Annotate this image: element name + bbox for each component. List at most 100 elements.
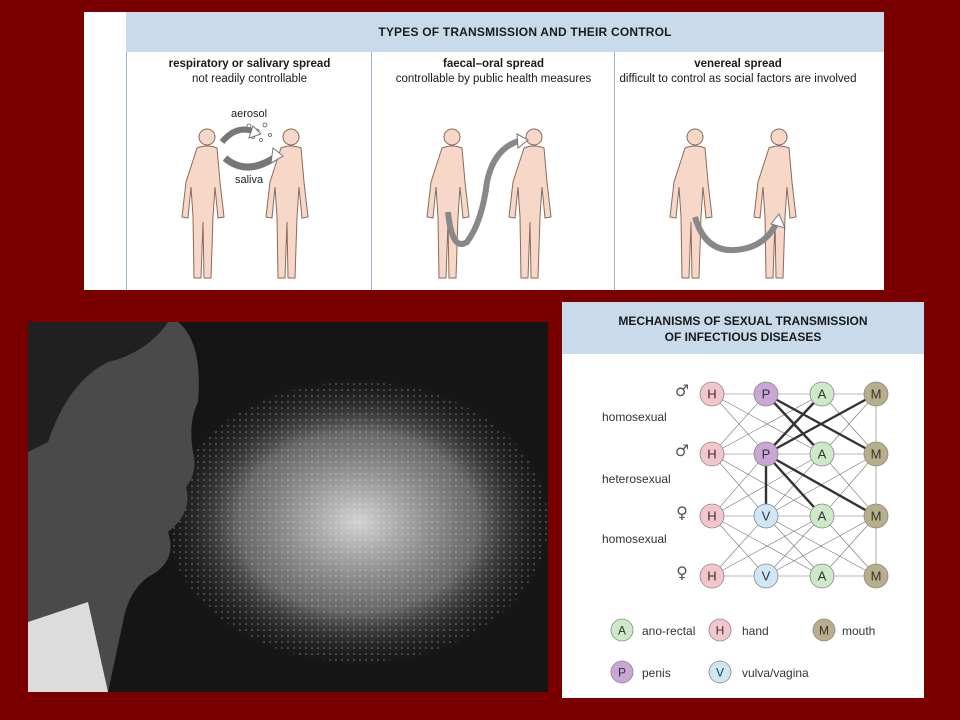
sexual-transmission-header: MECHANISMS OF SEXUAL TRANSMISSION OF INF… [562, 302, 924, 354]
network-link [821, 515, 877, 577]
row-label-homosexual-male: homosexual [602, 410, 667, 424]
network-node-label: H [707, 387, 716, 402]
network-link-strong [765, 453, 823, 517]
network-node-label: P [762, 387, 771, 402]
legend-letter: A [618, 624, 626, 638]
venereal-column: venereal spread difficult to control as … [614, 52, 861, 290]
faecal-oral-column: faecal–oral spread controllable by publi… [371, 52, 615, 290]
faecal-oral-figures [426, 128, 552, 279]
network-link [711, 515, 767, 577]
network-node-label: M [871, 387, 882, 402]
network-link [711, 393, 823, 455]
network-node-label: M [871, 509, 882, 524]
network-node-label: H [707, 509, 716, 524]
respiratory-title: respiratory or salivary spread [168, 58, 331, 70]
network-node [809, 503, 835, 529]
network-node [863, 381, 889, 407]
legend-label-p: penis [642, 666, 671, 680]
network-node-label: V [762, 569, 771, 584]
faecal-oral-arrow-icon [445, 137, 523, 247]
person-figure [753, 128, 797, 279]
respiratory-figures [181, 122, 309, 279]
network-node [753, 441, 779, 467]
person-figure [181, 128, 225, 279]
network-node [699, 441, 725, 467]
sex-symbol-icon: ♀ [676, 563, 688, 582]
network-node-label: H [707, 569, 716, 584]
person-figure [669, 128, 713, 279]
network-node [809, 381, 835, 407]
network-link [765, 515, 823, 577]
network-node-label: A [818, 387, 827, 402]
sex-symbol-icon: ♂ [675, 381, 689, 400]
network-node [753, 503, 779, 529]
row-label-homosexual-female: homosexual [602, 532, 667, 546]
legend-letter: V [716, 666, 724, 680]
legend-swatch [708, 660, 732, 684]
legend-letter: P [618, 666, 626, 680]
network-node [809, 441, 835, 467]
venereal-title: venereal spread [694, 58, 782, 70]
venereal-arrow-icon [692, 216, 780, 254]
network-node-label: A [818, 569, 827, 584]
network-link-strong [765, 452, 877, 518]
network-link [821, 393, 877, 455]
person-figure [426, 128, 470, 279]
venereal-figures [669, 128, 797, 279]
network-node [699, 381, 725, 407]
network-node [863, 441, 889, 467]
transmission-network: H P A M ♂ H P A M ♂ H V A M ♀ H V A M ♀ A H M P V [610, 381, 889, 684]
network-link [821, 453, 877, 517]
sex-symbol-icon: ♀ [676, 503, 688, 522]
legend-swatch [610, 618, 634, 642]
network-node [863, 503, 889, 529]
network-node-label: P [762, 447, 771, 462]
sexual-transmission-title-line1: MECHANISMS OF SEXUAL TRANSMISSION [618, 314, 868, 328]
saliva-label: saliva [235, 174, 264, 186]
respiratory-subtitle: not readily controllable [191, 73, 308, 85]
network-node-label: V [762, 509, 771, 524]
network-node-label: A [818, 509, 827, 524]
legend-swatch [610, 660, 634, 684]
legend-letter: H [716, 624, 725, 638]
network-link [711, 393, 767, 455]
network-node [809, 563, 835, 589]
sexual-transmission-title-line2: OF INFECTIOUS DISEASES [664, 330, 822, 344]
transmission-types-header: TYPES OF TRANSMISSION AND THEIR CONTROL [126, 12, 884, 52]
person-figure [265, 128, 309, 279]
network-link-strong [765, 392, 877, 456]
network-node-label: A [818, 447, 827, 462]
network-node [753, 381, 779, 407]
respiratory-column: respiratory or salivary spread not readi… [126, 52, 372, 290]
legend-label-v: vulva/vagina [742, 666, 809, 680]
transmission-types-title: TYPES OF TRANSMISSION AND THEIR CONTROL [378, 25, 672, 39]
network-link [711, 453, 767, 517]
man-profile [28, 322, 199, 692]
legend-label-h: hand [742, 624, 769, 638]
legend-swatch [812, 618, 836, 642]
faecal-oral-subtitle: controllable by public health measures [395, 73, 592, 85]
aerosol-label: aerosol [231, 108, 268, 120]
person-figure [508, 128, 552, 279]
legend-swatch [708, 618, 732, 642]
network-link [711, 515, 823, 577]
faecal-oral-title: faecal–oral spread [442, 58, 544, 70]
network-node [753, 563, 779, 589]
row-label-heterosexual: heterosexual [602, 472, 671, 486]
sexual-transmission-panel: MECHANISMS OF SEXUAL TRANSMISSION OF INF… [562, 302, 924, 698]
network-node [863, 563, 889, 589]
network-link [765, 515, 877, 577]
saliva-arrow-icon [222, 153, 280, 171]
network-node [699, 503, 725, 529]
network-node-label: M [871, 569, 882, 584]
sex-symbol-icon: ♂ [675, 441, 689, 460]
sneeze-photo [28, 322, 548, 692]
legend-letter: M [819, 624, 829, 638]
transmission-types-panel: TYPES OF TRANSMISSION AND THEIR CONTROL … [84, 12, 884, 290]
network-node [699, 563, 725, 589]
network-node-label: H [707, 447, 716, 462]
network-link-strong [765, 393, 823, 455]
sneeze-image [28, 322, 548, 692]
venereal-subtitle: difficult to control as social factors a… [619, 73, 857, 85]
network-node-label: M [871, 447, 882, 462]
